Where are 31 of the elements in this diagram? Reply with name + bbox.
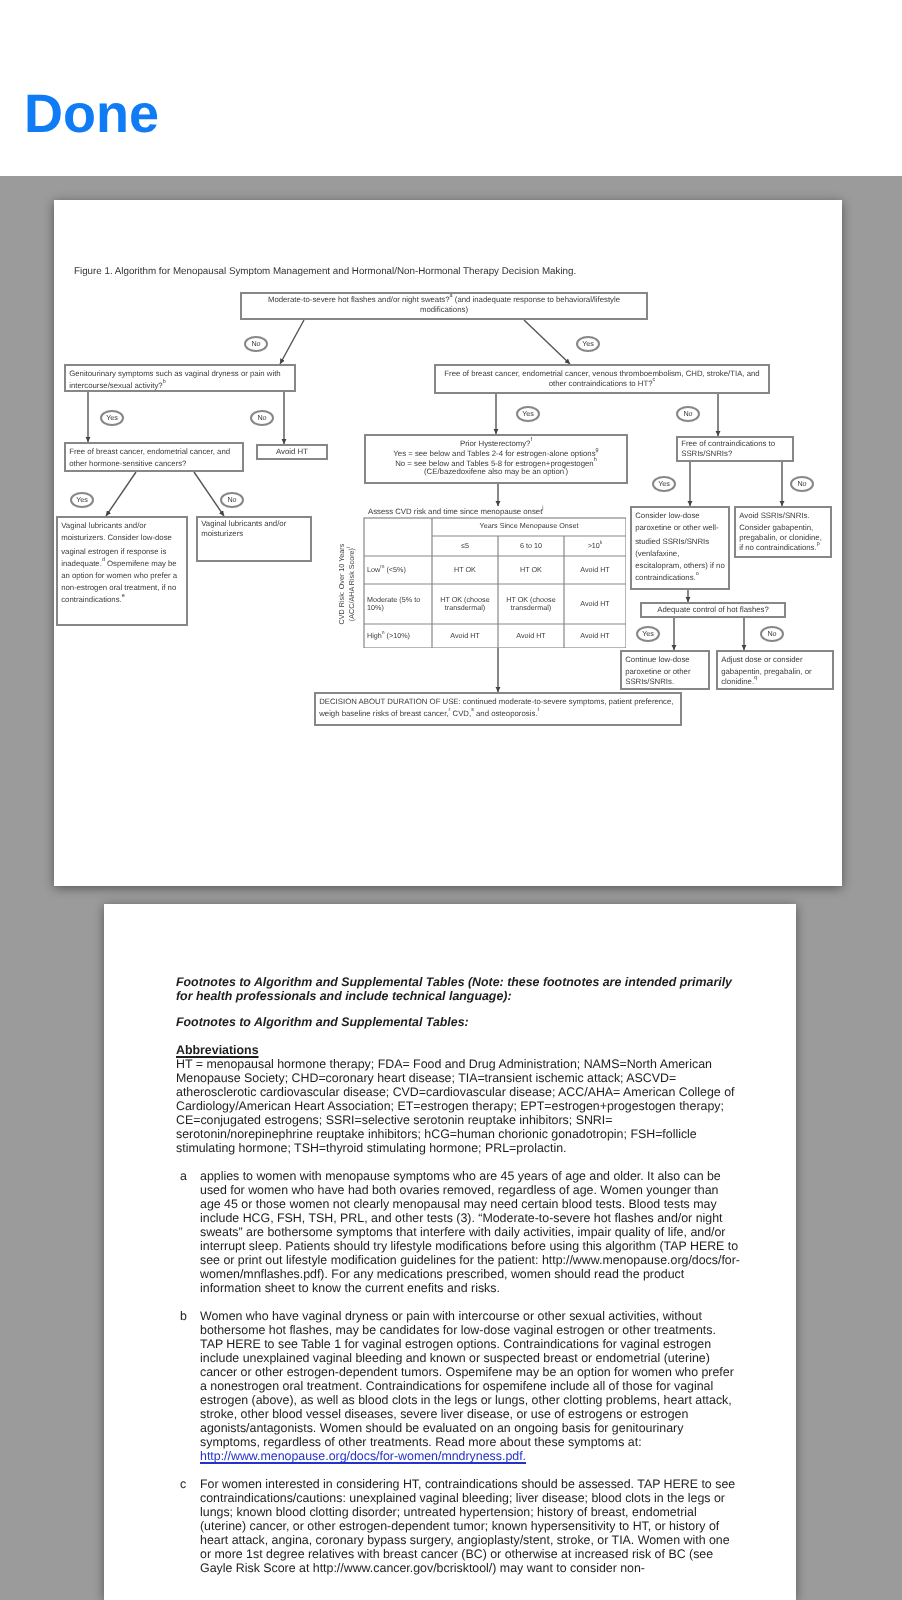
process-box — [56, 516, 188, 626]
process-box — [314, 692, 682, 726]
arrow — [495, 483, 501, 507]
decision-box — [640, 602, 786, 618]
arrow — [671, 617, 677, 651]
process-box — [734, 506, 832, 558]
arrow — [687, 461, 693, 507]
arrow — [279, 319, 305, 365]
decision-box — [64, 364, 296, 392]
process-box — [620, 650, 710, 690]
arrow — [105, 471, 137, 517]
arrow — [523, 319, 571, 365]
decision-box — [434, 364, 770, 394]
arrow — [85, 391, 91, 443]
decision-box — [364, 434, 628, 484]
arrow — [685, 589, 691, 603]
arrow — [193, 471, 225, 517]
process-box — [256, 444, 328, 460]
done-button: Done — [24, 84, 159, 146]
arrow — [493, 393, 499, 435]
arrow — [281, 391, 287, 445]
decision-box — [240, 292, 648, 320]
arrow — [495, 647, 501, 693]
risk-table — [336, 506, 626, 648]
decision-box — [64, 442, 244, 472]
decision-box — [676, 436, 794, 462]
process-box — [716, 650, 834, 690]
arrow — [715, 393, 721, 437]
arrow — [741, 617, 747, 651]
process-box — [196, 516, 312, 562]
arrow — [779, 461, 785, 507]
